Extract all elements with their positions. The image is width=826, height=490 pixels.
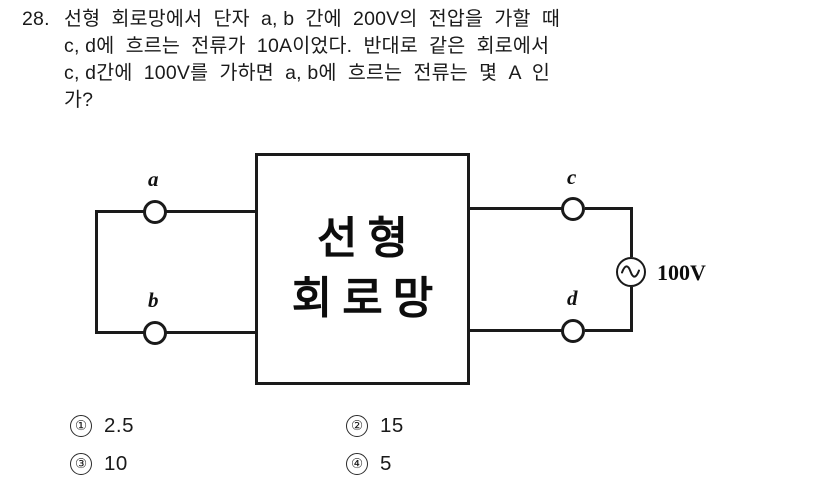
answer-option-1[interactable]: ① 2.5 bbox=[70, 414, 134, 438]
question-line-2-text: c, d에 흐르는 전류가 10A이었다. 반대로 같은 회로에서 bbox=[64, 35, 550, 57]
answer-option-2[interactable]: ② 15 bbox=[346, 414, 404, 438]
circuit-diagram: a b 선형 회로망 c d 100V bbox=[0, 140, 826, 405]
question-line-4-text: 가? bbox=[64, 89, 94, 111]
terminal-node-d bbox=[561, 319, 585, 343]
terminal-label-c: c bbox=[567, 165, 577, 189]
linear-network-box: 선형 회로망 bbox=[255, 153, 470, 385]
option-text-4: 5 bbox=[380, 452, 392, 475]
option-marker-3: ③ bbox=[70, 453, 92, 475]
option-text-2: 15 bbox=[380, 414, 404, 437]
wire-node-b-to-box bbox=[166, 331, 258, 334]
question-line-1: 28. 선형 회로망에서 단자 a, b 간에 200V의 전압을 가할 때 bbox=[22, 6, 812, 33]
terminal-label-b: b bbox=[148, 288, 159, 312]
question-line-3: c, d간에 100V를 가하면 a, b에 흐르는 전류는 몇 A 인 bbox=[22, 60, 812, 87]
question-line-4: 가? bbox=[22, 87, 812, 114]
wire-node-d-to-source bbox=[585, 329, 633, 332]
wire-left-bottom-to-node-b bbox=[95, 331, 147, 334]
network-box-line-2: 회로망 bbox=[291, 274, 444, 323]
answer-option-3[interactable]: ③ 10 bbox=[70, 452, 128, 476]
network-box-line-1: 선형 bbox=[317, 214, 418, 263]
terminal-node-a bbox=[143, 200, 167, 224]
question-line-1-text: 선형 회로망에서 단자 a, b 간에 200V의 전압을 가할 때 bbox=[64, 8, 561, 30]
source-voltage-label: 100V bbox=[657, 260, 706, 285]
wire-left-top-to-node-a bbox=[95, 210, 147, 213]
option-text-1: 2.5 bbox=[104, 414, 134, 437]
question-number: 28. bbox=[22, 8, 50, 30]
option-marker-1: ① bbox=[70, 415, 92, 437]
wire-node-c-to-source bbox=[585, 207, 633, 210]
ac-source-icon bbox=[616, 257, 646, 287]
question-line-2: c, d에 흐르는 전류가 10A이었다. 반대로 같은 회로에서 bbox=[22, 33, 812, 60]
option-marker-2: ② bbox=[346, 415, 368, 437]
wire-source-bottom-lead bbox=[630, 287, 633, 332]
wire-box-to-node-c bbox=[470, 207, 562, 210]
wire-source-top-lead bbox=[630, 207, 633, 257]
wire-left-vertical bbox=[95, 210, 98, 334]
option-marker-4: ④ bbox=[346, 453, 368, 475]
option-text-3: 10 bbox=[104, 452, 128, 475]
terminal-node-c bbox=[561, 197, 585, 221]
terminal-label-d: d bbox=[567, 286, 578, 310]
terminal-label-a: a bbox=[148, 167, 159, 191]
wire-box-to-node-d bbox=[470, 329, 562, 332]
terminal-node-b bbox=[143, 321, 167, 345]
answer-option-4[interactable]: ④ 5 bbox=[346, 452, 392, 476]
question-text-block: 28. 선형 회로망에서 단자 a, b 간에 200V의 전압을 가할 때 c,… bbox=[22, 6, 812, 114]
wire-node-a-to-box bbox=[166, 210, 258, 213]
question-line-3-text: c, d간에 100V를 가하면 a, b에 흐르는 전류는 몇 A 인 bbox=[64, 62, 551, 84]
